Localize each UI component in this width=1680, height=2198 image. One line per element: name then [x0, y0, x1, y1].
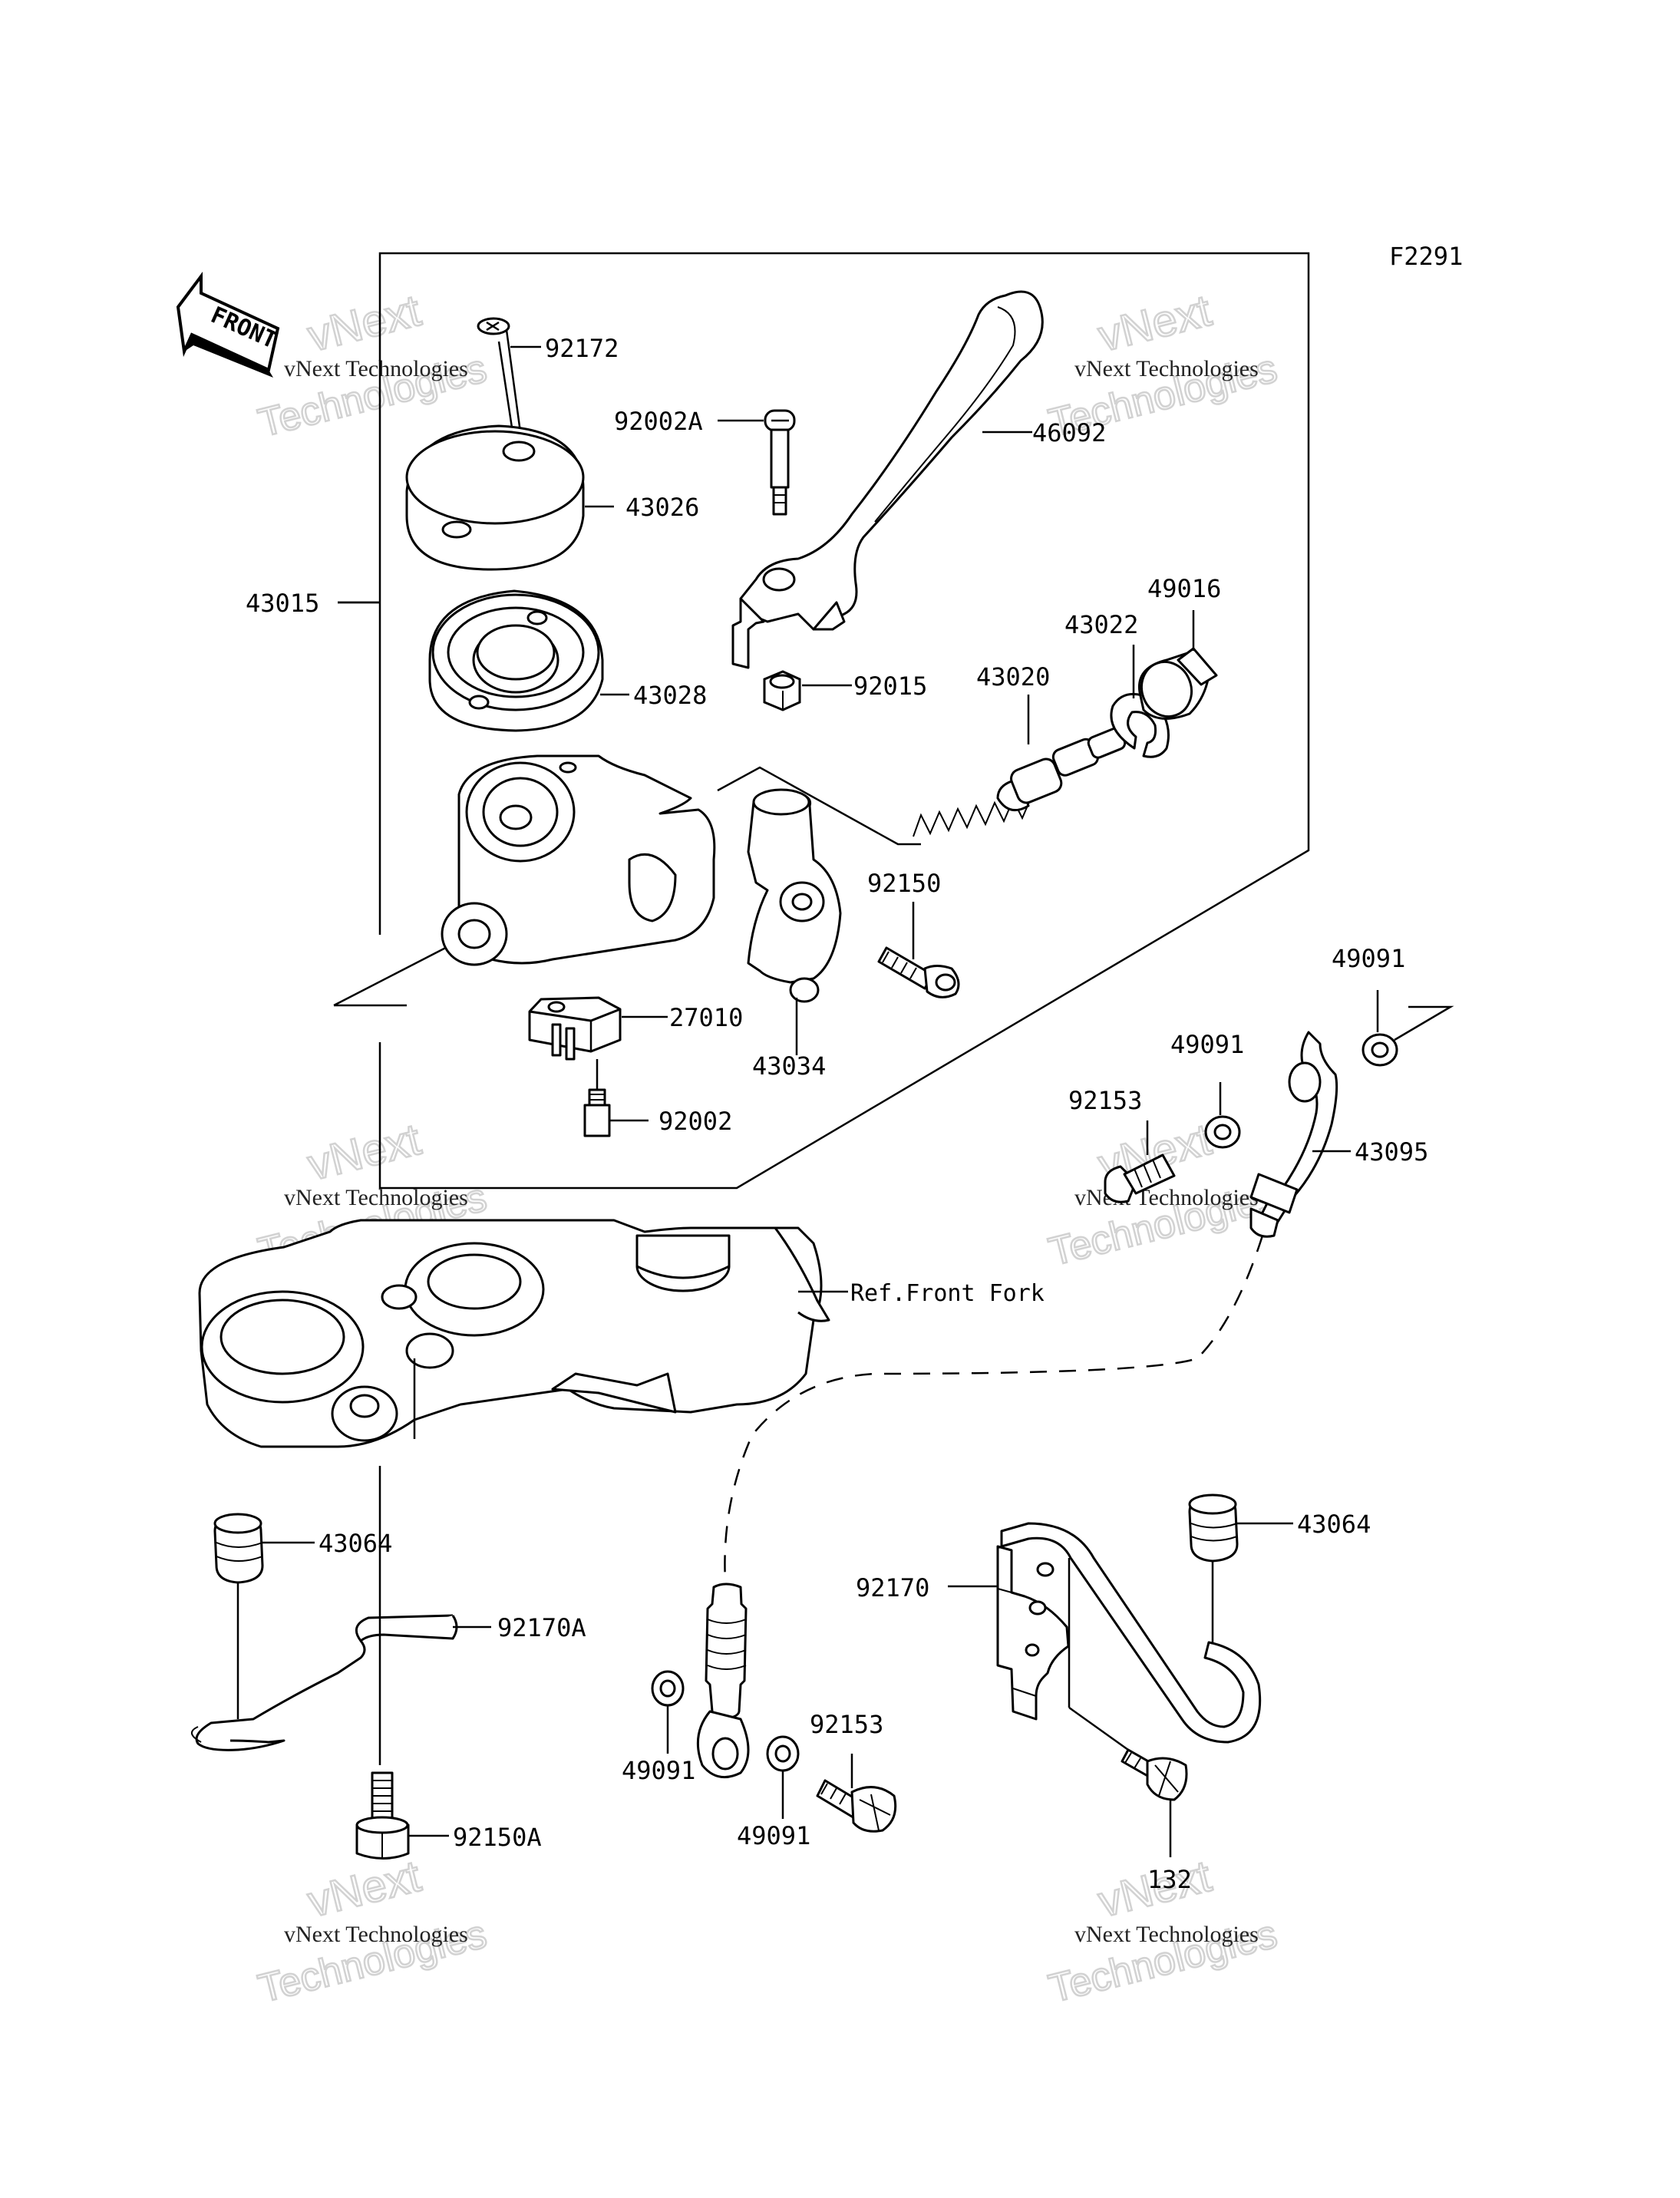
part-label: 43034	[752, 1051, 826, 1081]
part-label: 92170	[856, 1573, 929, 1602]
screw-92002	[583, 1059, 611, 1137]
part-label: 27010	[669, 1003, 743, 1032]
svg-text:vNext: vNext	[303, 285, 426, 361]
front-arrow-icon: FRONT	[176, 272, 281, 378]
diagram-code: F2291	[1389, 242, 1463, 271]
part-label: 92150A	[453, 1823, 542, 1852]
watermark-caption: vNext Technologies	[1074, 1922, 1259, 1947]
part-label: 43064	[1297, 1510, 1371, 1539]
part-label: 43020	[976, 662, 1050, 691]
nut-92015	[763, 670, 801, 711]
svg-text:vNext: vNext	[303, 1851, 426, 1927]
part-label: 43015	[246, 589, 319, 618]
part-label: 92172	[545, 334, 619, 363]
part-label: 43064	[319, 1529, 392, 1558]
banjo-bolt-92153-upper	[1104, 1153, 1176, 1203]
banjo-fitting	[696, 1582, 750, 1779]
piston-assembly-43020	[913, 727, 1127, 837]
part-label: 43028	[633, 681, 707, 710]
part-label: 132	[1147, 1865, 1192, 1894]
boot-49016	[1137, 647, 1218, 720]
part-label: 92150	[867, 869, 941, 898]
svg-text:vNext: vNext	[1094, 285, 1216, 361]
clip-92170A	[191, 1614, 458, 1751]
washer-49091-hole	[1213, 1124, 1232, 1140]
fork-top-bridge	[198, 1219, 830, 1448]
pivot-bolt-92002A	[764, 409, 796, 516]
leader-lines	[262, 345, 1379, 1837]
part-label: 46092	[1032, 418, 1106, 447]
part-label: 49091	[622, 1756, 695, 1785]
brake-switch-27010	[528, 996, 622, 1061]
brake-lever-46092	[731, 290, 1044, 669]
watermark-caption: vNext Technologies	[284, 1922, 468, 1947]
part-label: 43095	[1355, 1137, 1428, 1167]
watermark-caption: vNext Technologies	[284, 1185, 468, 1210]
watermark-caption: vNext Technologies	[1074, 1185, 1259, 1210]
svg-text:vNext: vNext	[303, 1114, 426, 1190]
washer-49091-hole	[1371, 1041, 1389, 1058]
part-label: 92153	[1068, 1086, 1142, 1115]
watermark-caption: vNext Technologies	[284, 356, 468, 381]
bolt-132	[1121, 1748, 1188, 1801]
bolt-92150A	[355, 1771, 410, 1860]
washer-49091-hole	[659, 1679, 676, 1698]
part-label: 43026	[625, 493, 699, 522]
part-label: 49091	[737, 1821, 810, 1850]
master-cylinder-body	[441, 754, 716, 966]
part-label: 92015	[853, 672, 927, 701]
reservoir-cap-43026	[405, 424, 585, 571]
part-label: 49091	[1332, 944, 1405, 973]
part-label: 92002A	[614, 407, 703, 436]
screw-92172	[477, 317, 523, 454]
grommet-43064-left	[213, 1513, 264, 1584]
brake-hose-43095	[724, 1031, 1338, 1582]
part-label: 92170A	[497, 1613, 586, 1642]
bolt-92150	[877, 946, 960, 998]
part-label: 49016	[1147, 574, 1221, 603]
hose-clamp-92170	[996, 1522, 1262, 1744]
washer-49091-hole	[774, 1744, 791, 1763]
banjo-bolt-92153-lower	[816, 1779, 897, 1833]
part-label: 49091	[1170, 1030, 1244, 1059]
part-labels: 92172 92002A 46092 43026 43015 43028 920…	[246, 334, 1428, 1894]
watermark-caption: vNext Technologies	[1074, 356, 1259, 381]
reference-label: Ref.Front Fork	[850, 1280, 1045, 1307]
diaphragm-43028	[428, 589, 604, 732]
grommet-43064-right	[1188, 1493, 1239, 1563]
part-label: 43022	[1064, 610, 1138, 639]
part-label: 92002	[658, 1107, 732, 1136]
part-label: 92153	[810, 1710, 883, 1739]
clamp-43034	[747, 788, 842, 1003]
